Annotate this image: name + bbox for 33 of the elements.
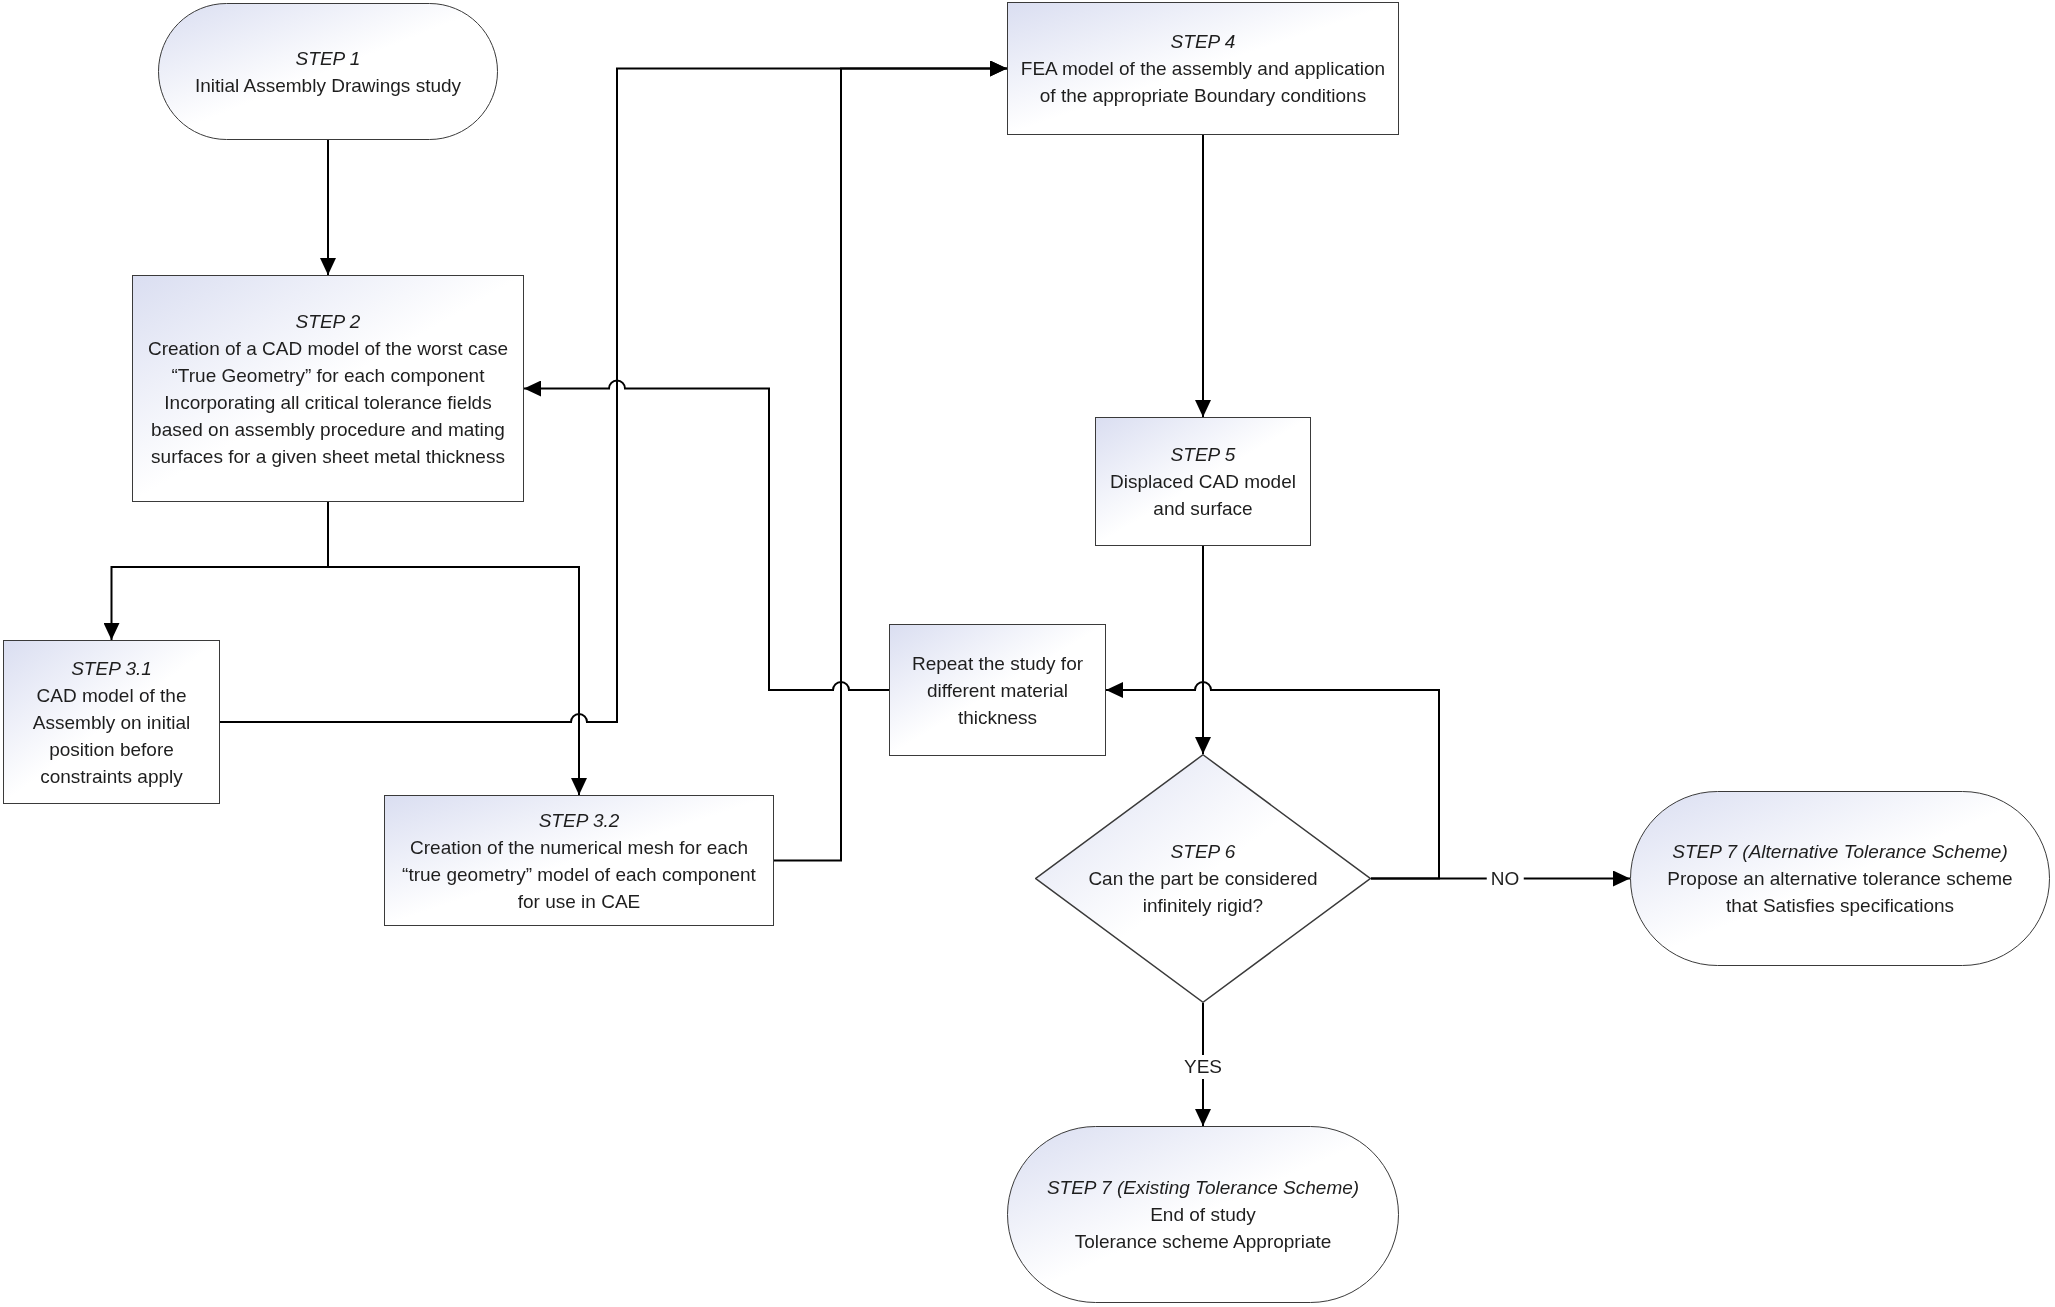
step-title: STEP 6 (1170, 840, 1236, 864)
step-description: Propose an alternative tolerance scheme that Satisfies specifications (1666, 867, 2014, 918)
step-title: STEP 3.2 (538, 808, 620, 833)
process-box (3, 640, 220, 804)
process-box (1007, 2, 1399, 135)
arrow (773, 60, 1008, 862)
step-description: End of study (1150, 1203, 1256, 1227)
step-description: Displaced CAD model and surface (1109, 470, 1297, 521)
step-description: Tolerance scheme Appropriate (1074, 1230, 1332, 1254)
step-description: Can the part be considered infinitely rigid? (1087, 867, 1319, 918)
step-description: Repeat the study for different material thickness (910, 651, 1085, 730)
step-title: STEP 4 (1170, 30, 1236, 54)
step-title: STEP 2 (295, 309, 361, 334)
step-description: CAD model of the Assembly on initial position before constraints apply (31, 683, 192, 789)
process-box (1095, 417, 1311, 546)
step-description: Creation of the numerical mesh for each “true geometry” model of each component for use in CAE (401, 835, 757, 914)
arrow (1195, 134, 1211, 418)
arrow (320, 139, 336, 276)
step-title: STEP 1 (295, 46, 361, 71)
decision-diamond (1035, 754, 1371, 1003)
arrow (1105, 681, 1440, 880)
step-description: Creation of a CAD model of the worst case “True Geometry” for each component Incorporating all critical tolerance fields based on assembly procedure and mating surfaces for a given sheet metal thickness (146, 336, 510, 469)
process-box (889, 624, 1106, 756)
step-title: STEP 3.1 (71, 656, 152, 681)
process-box (132, 275, 524, 502)
arrow (523, 379, 890, 691)
arrow (1195, 545, 1211, 755)
step-title: STEP 7 (Alternative Tolerance Scheme) (1672, 840, 2008, 864)
step-title: STEP 5 (1170, 443, 1236, 467)
step-description: FEA model of the assembly and application of the appropriate Boundary conditions (1019, 57, 1387, 108)
step-description: Initial Assembly Drawings study (194, 73, 462, 98)
process-box (384, 795, 774, 926)
step-title: STEP 7 (Existing Tolerance Scheme) (1046, 1176, 1360, 1200)
